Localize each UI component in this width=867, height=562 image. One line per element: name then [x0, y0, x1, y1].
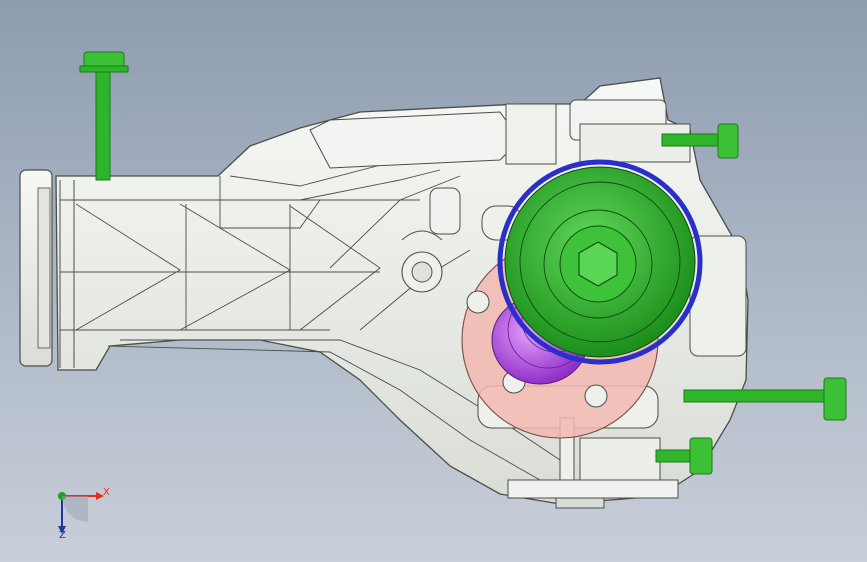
coordinate-triad — [58, 492, 104, 534]
left-end-flange[interactable] — [19, 169, 53, 367]
hex-bolt-head — [578, 241, 618, 287]
housing-ribs — [75, 149, 561, 481]
lower-right-bolt[interactable] — [655, 437, 713, 475]
top-left-bolt[interactable] — [79, 51, 129, 181]
top-right-bolt[interactable] — [661, 123, 739, 159]
output-seal[interactable] — [497, 159, 703, 365]
axis-z-label: Z — [59, 530, 66, 541]
axis-x-label: X — [103, 487, 110, 498]
right-long-bolt[interactable] — [683, 377, 847, 421]
